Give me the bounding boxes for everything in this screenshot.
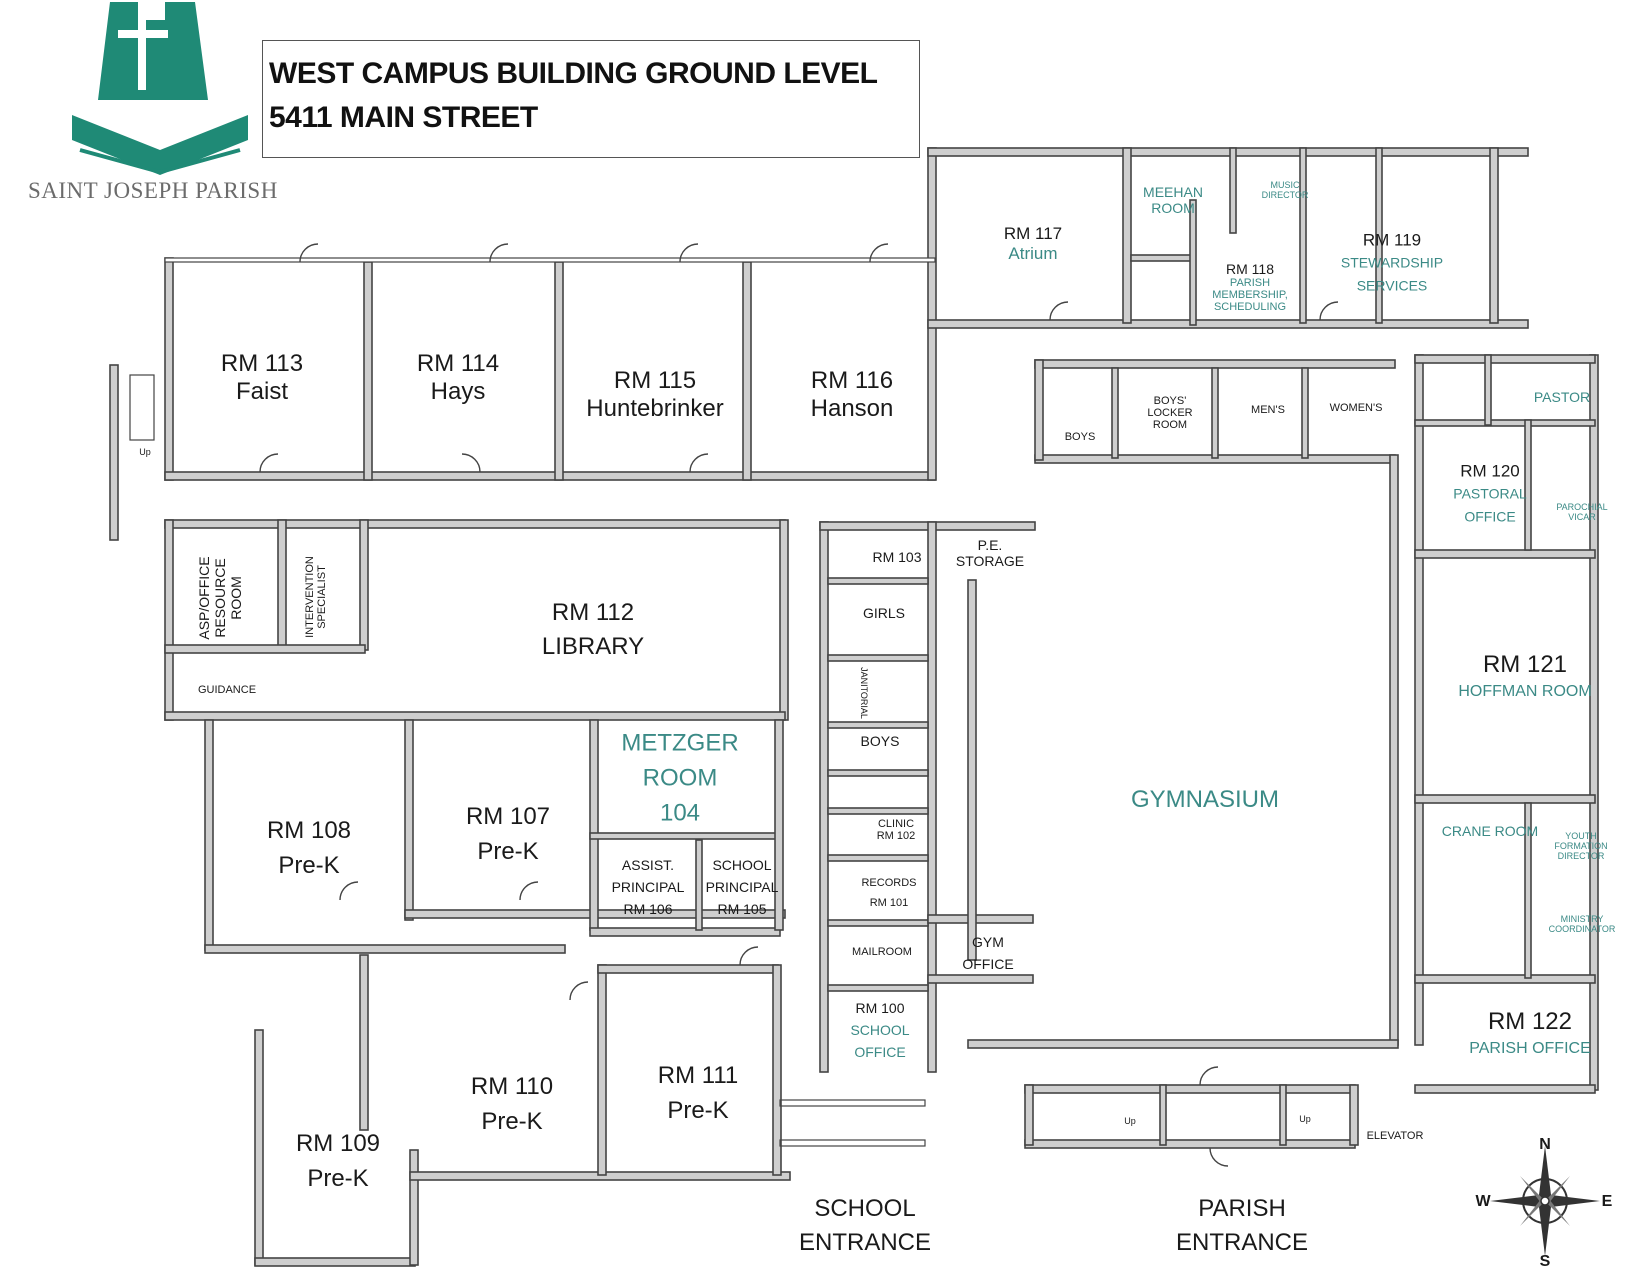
room-number: RM 115 bbox=[613, 367, 697, 394]
room-110: RM 110 Pre-K bbox=[470, 1073, 554, 1135]
room-113: RM 113 Faist bbox=[221, 350, 303, 406]
door-swings bbox=[259, 243, 1339, 1167]
parish-entrance: PARISH ENTRANCE bbox=[1175, 1195, 1309, 1256]
map-address: 5411 MAIN STREET bbox=[269, 101, 538, 134]
guidance-office: GUIDANCE bbox=[197, 684, 257, 696]
room-120: RM 120 PASTORAL OFFICE bbox=[1453, 461, 1527, 525]
room-number: RM 116 bbox=[810, 367, 894, 394]
room-116: RM 116 Hanson bbox=[811, 367, 894, 423]
room-name: Faist bbox=[235, 378, 289, 405]
ministry-coordinator: MINISTRY COORDINATOR bbox=[1548, 914, 1616, 934]
womens-restroom: WOMEN'S bbox=[1329, 402, 1383, 414]
compass-north-label: N bbox=[1539, 1136, 1551, 1153]
stair-up-west: Up bbox=[139, 447, 151, 457]
map-title: WEST CAMPUS BUILDING GROUND LEVEL bbox=[269, 57, 878, 90]
boys-locker-room: BOYS' LOCKER ROOM bbox=[1147, 395, 1193, 431]
parochial-vicar: PAROCHIAL VICAR bbox=[1556, 502, 1608, 522]
saint-joseph-parish-logo bbox=[72, 0, 248, 175]
room-108: RM 108 Pre-K bbox=[266, 817, 352, 879]
room-109: RM 109 Pre-K bbox=[295, 1130, 381, 1192]
room-name: Hanson bbox=[810, 395, 894, 422]
compass-rose-icon bbox=[1490, 1146, 1600, 1256]
room-106-assistant-principal: ASSIST. PRINCIPAL RM 106 bbox=[611, 857, 685, 917]
walls bbox=[109, 147, 1599, 1267]
stair-up-south-west: Up bbox=[1124, 1116, 1136, 1126]
room-119: RM 119 STEWARDSHIP SERVICES bbox=[1340, 230, 1444, 294]
boys-restroom-2: BOYS bbox=[860, 733, 900, 749]
room-number: RM 121 bbox=[1482, 651, 1568, 678]
mens-restroom: MEN'S bbox=[1251, 404, 1285, 416]
compass-west-label: W bbox=[1475, 1193, 1491, 1210]
room-103: RM 103 bbox=[872, 549, 922, 565]
pastor-office: PASTOR bbox=[1533, 389, 1591, 405]
gym-office: GYM OFFICE bbox=[962, 934, 1014, 972]
room-114: RM 114 Hays bbox=[417, 350, 499, 406]
asp-office-resource-room: ASP/OFFICE RESOURCE ROOM bbox=[196, 556, 244, 640]
room-121: RM 121 HOFFMAN ROOM bbox=[1458, 651, 1591, 701]
clinic-rm-102: CLINIC RM 102 bbox=[876, 818, 916, 842]
title-box: WEST CAMPUS BUILDING GROUND LEVEL 5411 M… bbox=[262, 40, 920, 158]
girls-restroom: GIRLS bbox=[862, 605, 906, 621]
room-number: RM 117 bbox=[1003, 224, 1063, 243]
room-name: Huntebrinker bbox=[586, 395, 724, 422]
mailroom: MAILROOM bbox=[852, 946, 912, 958]
room-115: RM 115 Huntebrinker bbox=[586, 367, 723, 423]
room-100-school-office: RM 100 SCHOOL OFFICE bbox=[850, 1000, 910, 1060]
room-105-school-principal: SCHOOL PRINCIPAL RM 105 bbox=[705, 857, 779, 917]
room-name: Atrium bbox=[1008, 244, 1058, 263]
school-entrance: SCHOOL ENTRANCE bbox=[798, 1195, 932, 1256]
room-118: RM 118 PARISH MEMBERSHIP, SCHEDULING bbox=[1212, 261, 1288, 313]
room-name: HOFFMAN ROOM bbox=[1458, 683, 1592, 700]
compass-south-label: S bbox=[1539, 1253, 1551, 1270]
janitorial: JANITORIAL bbox=[859, 667, 869, 719]
pe-storage: P.E. STORAGE bbox=[955, 537, 1025, 569]
metzger-room-104: METZGER ROOM 104 bbox=[621, 729, 739, 827]
records-rm-101: RECORDS RM 101 bbox=[861, 877, 917, 909]
room-number: RM 113 bbox=[220, 350, 304, 377]
boys-restroom: BOYS bbox=[1064, 431, 1096, 443]
room-107: RM 107 Pre-K bbox=[465, 803, 551, 865]
crane-room: CRANE ROOM bbox=[1441, 823, 1539, 839]
room-number: RM 122 bbox=[1487, 1008, 1573, 1035]
room-number: RM 114 bbox=[416, 350, 500, 377]
meehan-room: MEEHAN ROOM bbox=[1143, 184, 1203, 216]
youth-formation-director: YOUTH FORMATION DIRECTOR bbox=[1554, 831, 1608, 861]
room-117: RM 117 Atrium bbox=[1004, 224, 1062, 264]
music-director: MUSIC DIRECTOR bbox=[1261, 180, 1309, 200]
room-122: RM 122 PARISH OFFICE bbox=[1469, 1008, 1591, 1058]
room-name: Hays bbox=[430, 378, 486, 405]
room-name: PARISH OFFICE bbox=[1469, 1040, 1591, 1057]
gymnasium: GYMNASIUM bbox=[1130, 786, 1280, 813]
compass-east-label: E bbox=[1601, 1193, 1613, 1210]
room-112-library: RM 112 LIBRARY bbox=[541, 599, 645, 660]
room-111: RM 111 Pre-K bbox=[657, 1062, 739, 1124]
intervention-specialist: INTERVENTION SPECIALIST bbox=[304, 556, 328, 638]
stair-up-south-east: Up bbox=[1299, 1114, 1311, 1124]
elevator: ELEVATOR bbox=[1366, 1130, 1424, 1142]
logo-wordmark: SAINT JOSEPH PARISH bbox=[28, 178, 278, 203]
